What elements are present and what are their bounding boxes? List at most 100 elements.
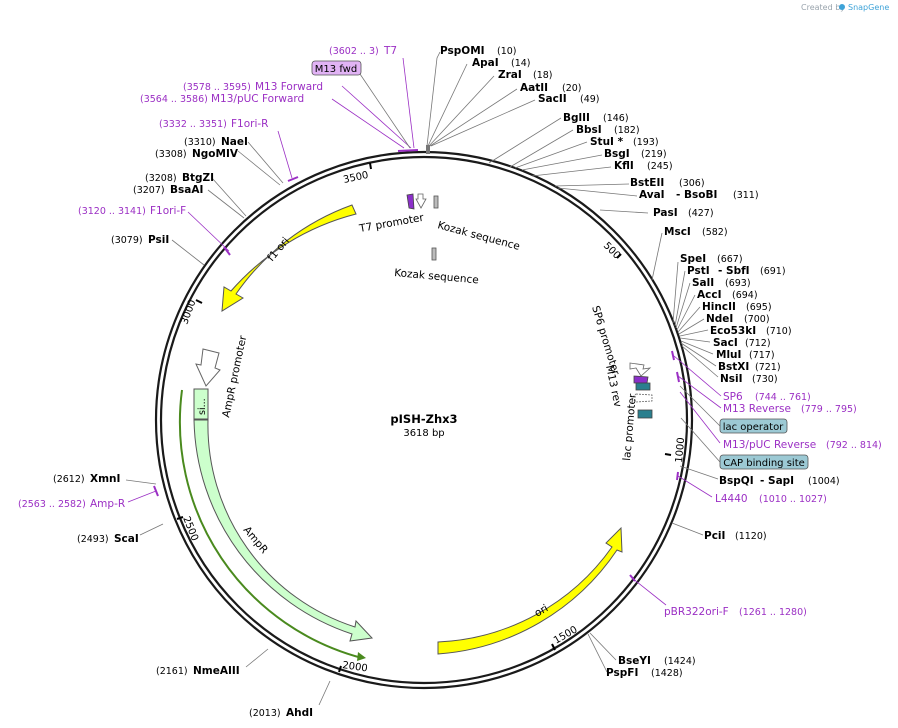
site-aatii-name: AatII <box>520 82 548 94</box>
site-pasi-pos: (427) <box>688 208 714 219</box>
site-avai-pos: (311) <box>733 190 759 201</box>
site-pspfi-name: PspFI <box>606 667 638 679</box>
primer-ampr-range: (2563 .. 2582) <box>18 499 86 510</box>
site-bsobi-name: - BsoBI <box>676 189 717 201</box>
site-bglii-name: BglII <box>563 112 590 124</box>
primer-f1ori-r-name: F1ori-R <box>231 118 268 130</box>
site-aatii-pos: (20) <box>562 83 582 94</box>
kozak-box-1 <box>433 195 439 209</box>
primer-sp6-range: (744 .. 761) <box>755 392 811 403</box>
site-naei-name: NaeI <box>221 136 248 148</box>
site-stui-pos: (193) <box>633 137 659 148</box>
primer-m13reverse-range: (779 .. 795) <box>801 404 857 415</box>
ampr-promoter-arrow <box>195 348 221 387</box>
site-sacii-name: SacII <box>538 93 567 105</box>
tick-3500: 3500 <box>342 170 369 186</box>
site-bbsi-name: BbsI <box>576 124 602 136</box>
site-bsteii-pos: (306) <box>679 178 705 189</box>
m13-fwd-box <box>311 60 362 76</box>
primer-m13puc-rev-name: M13/pUC Reverse <box>723 439 816 451</box>
site-psti-pos: (691) <box>760 266 786 277</box>
cap-binding-site-box <box>719 454 809 470</box>
site-sbfi-name: - SbfI <box>718 265 750 277</box>
cap-binding-site-name: CAP binding site <box>723 458 805 469</box>
tick-1500: 1500 <box>552 624 580 646</box>
site-bbsi-pos: (182) <box>614 125 640 136</box>
site-hincii-name: HincII <box>702 301 736 313</box>
plasmid-name: pISH-Zhx3 <box>390 412 457 426</box>
primer-t7-name: T7 <box>383 45 397 57</box>
lac-operator-name: lac operator <box>723 422 784 433</box>
primer-pbr322-name: pBR322ori-F <box>664 606 729 618</box>
backbone <box>154 150 694 690</box>
scale-ticks <box>176 162 672 673</box>
tick-1000: 1000 <box>674 437 687 463</box>
site-mlui-name: MluI <box>716 349 741 361</box>
site-spei-name: SpeI <box>680 253 706 265</box>
site-naei-pos: (3310) <box>184 137 216 148</box>
watermark-prefix: Created by <box>801 3 845 12</box>
site-btgzi-pos: (3208) <box>145 173 177 184</box>
site-sali-pos: (693) <box>725 278 751 289</box>
site-bseyi-name: BseYI <box>618 655 651 667</box>
site-ndei-pos: (700) <box>744 314 770 325</box>
site-nsii-name: NsiI <box>720 373 743 385</box>
primer-labels: (3602 .. 3) T7 M13 fwd (3578 .. 3595) M1… <box>18 45 882 618</box>
ampr-promoter-label: AmpR promoter <box>220 334 249 419</box>
site-ndei-name: NdeI <box>706 313 733 325</box>
plasmid-size: 3618 bp <box>403 428 444 439</box>
primer-f1ori-r-range: (3332 .. 3351) <box>159 119 227 130</box>
primer-f1ori-f-range: (3120 .. 3141) <box>78 206 146 217</box>
site-saci-pos: (712) <box>745 338 771 349</box>
site-nmeaiii-name: NmeAIII <box>193 665 240 677</box>
site-scai-pos: (2493) <box>77 534 109 545</box>
lac-promoter-arrow-icon <box>631 393 653 403</box>
signal-sequence-label: si... <box>197 398 208 415</box>
leader-lines <box>125 51 722 706</box>
ampr-primer-line <box>178 389 363 659</box>
site-ahdi-name: AhdI <box>286 707 313 719</box>
tick-2000: 2000 <box>342 660 369 674</box>
site-nsii-pos: (730) <box>752 374 778 385</box>
site-scai-name: ScaI <box>114 533 139 545</box>
site-labels-top: PspOMI (10) ApaI (14) ZraI (18) AatII (2… <box>440 45 759 238</box>
site-acci-pos: (694) <box>732 290 758 301</box>
site-msci-name: MscI <box>664 226 691 238</box>
site-bsgi-pos: (219) <box>641 149 667 160</box>
site-kfli-name: KflI <box>614 160 634 172</box>
site-stui-name: StuI * <box>590 136 624 148</box>
ori-label: ori <box>533 602 551 619</box>
site-bglii-pos: (146) <box>603 113 629 124</box>
site-bsgi-name: BsgI <box>604 148 630 160</box>
t7-promoter-arrow-icon <box>415 193 427 209</box>
site-msci-pos: (582) <box>702 227 728 238</box>
lac-operator-box <box>719 418 788 434</box>
site-pcii-name: PciI <box>704 530 725 542</box>
primer-m13puc-fwd-range: (3564 .. 3586) <box>140 94 208 105</box>
lac-operator-block <box>635 382 651 391</box>
site-bspqi-pos: (1004) <box>808 476 840 487</box>
site-xmni-pos: (2612) <box>53 474 85 485</box>
site-avai-name: AvaI <box>639 189 665 201</box>
site-zrai-name: ZraI <box>498 69 522 81</box>
site-psii-name: PsiI <box>148 234 169 246</box>
primer-m13puc-fwd-name: M13/pUC Forward <box>211 93 304 105</box>
kozak-label-2: Kozak sequence <box>394 267 479 286</box>
site-nmeaiii-pos: (2161) <box>156 666 188 677</box>
site-sacii-pos: (49) <box>580 94 600 105</box>
site-psti-name: PstI <box>687 265 710 277</box>
site-ngomiv-pos: (3308) <box>155 149 187 160</box>
watermark-brand: SnapGene <box>848 3 889 12</box>
site-saci-name: SacI <box>713 337 738 349</box>
site-bstxi-pos: (721) <box>755 362 781 373</box>
ampr-primer-arrowhead-icon <box>357 652 366 661</box>
site-labels-left: (2013) AhdI (2161) NmeAIII (2493) ScaI (… <box>53 136 313 719</box>
primer-m13puc-rev-range: (792 .. 814) <box>826 440 882 451</box>
site-spei-pos: (667) <box>717 254 743 265</box>
site-mlui-pos: (717) <box>749 350 775 361</box>
f1-ori-arrow <box>221 204 357 312</box>
site-zrai-pos: (18) <box>533 70 553 81</box>
site-hincii-pos: (695) <box>746 302 772 313</box>
cap-site-block <box>637 409 653 419</box>
primer-ampr-name: Amp-R <box>90 498 125 510</box>
